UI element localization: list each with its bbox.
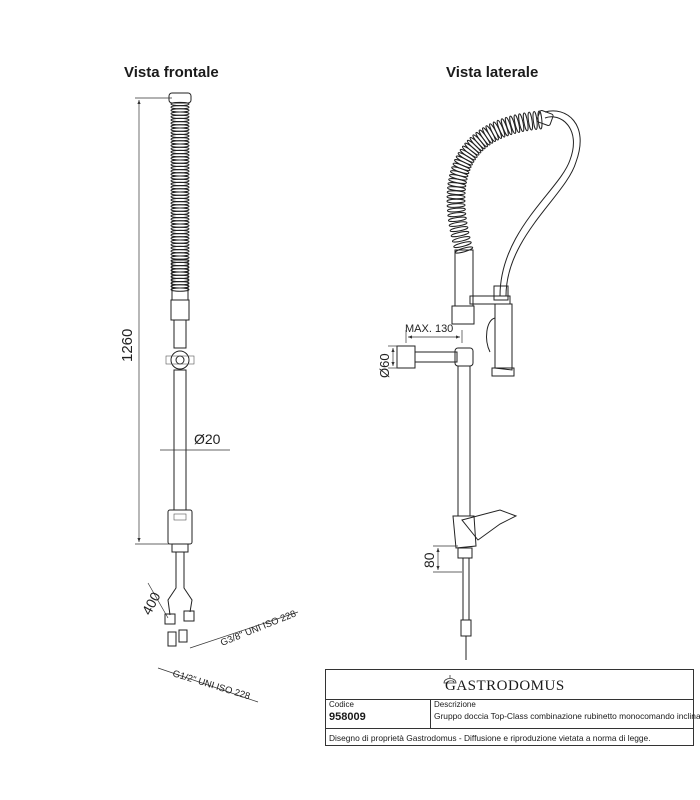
dim-80-text: 80	[421, 552, 437, 568]
leader-g38	[189, 611, 299, 649]
leader-g12	[157, 667, 259, 703]
front-fitting-right	[183, 610, 195, 622]
side-coil-turn	[527, 111, 533, 131]
side-mixer-body	[452, 515, 477, 549]
side-coil-turn	[446, 207, 466, 213]
front-valve-stem	[173, 319, 187, 349]
side-coil-turn	[478, 129, 491, 146]
front-fitting-lower-right	[178, 629, 188, 643]
side-spray-trigger	[486, 317, 496, 353]
brand-name: GASTRODOMUS	[445, 678, 565, 694]
ownership-notice: Disegno di proprietà Gastrodomus - Diffu…	[329, 733, 651, 743]
side-coil-turn	[457, 152, 475, 163]
front-coil-turn	[170, 287, 190, 292]
dim-d20-text: Ø20	[194, 431, 221, 447]
dim-max130-text: MAX. 130	[405, 323, 453, 335]
front-spring-coil	[170, 101, 190, 292]
front-fitting-lower	[167, 631, 177, 647]
side-view-title: Vista laterale	[446, 64, 539, 81]
dim-1260-text: 1260	[119, 329, 136, 362]
side-coil-turn	[446, 203, 466, 208]
side-coil-clamp	[536, 110, 554, 126]
side-coil-turn	[504, 116, 513, 136]
side-view: MAX. 130 Ø60 80	[377, 110, 581, 660]
description-value: Gruppo doccia Top-Class combinazione rub…	[434, 711, 700, 721]
title-block: GASTRODOMUS Codice 958009 Descrizione Gr…	[325, 669, 700, 746]
side-coil-turn	[450, 231, 470, 238]
dim-d60-text: Ø60	[377, 353, 392, 378]
front-valve-block	[170, 299, 190, 321]
front-coil-top-cap	[168, 92, 192, 104]
side-coil-turn	[447, 216, 467, 222]
side-coil-turn	[537, 110, 543, 130]
side-coil-turn	[453, 241, 472, 248]
side-coil-turn	[448, 221, 468, 227]
side-coil-turn	[446, 198, 466, 204]
side-coil-turn	[472, 134, 486, 150]
side-mixer-lever	[461, 509, 518, 541]
front-base-body	[167, 509, 193, 545]
side-coil-turn	[455, 155, 473, 166]
side-coil-turn	[475, 131, 488, 148]
front-fitting-left	[164, 613, 176, 625]
side-coil-turn	[461, 145, 478, 158]
description-label: Descrizione	[434, 700, 476, 709]
front-view: 1260 Ø20 400 G3/8" UNI ISO 228 G1/2" UNI…	[119, 92, 299, 703]
side-spray-nozzle	[491, 367, 515, 377]
side-coil-turn	[518, 113, 525, 133]
side-swing-arm	[469, 295, 511, 305]
dim-400-text: 400	[139, 589, 164, 617]
front-valve-knob-center	[175, 355, 185, 365]
dim-400-line	[147, 582, 169, 619]
dim-g38-text: G3/8" UNI ISO 228	[219, 608, 298, 648]
side-coil-turn	[459, 148, 476, 161]
front-supply-hose-left	[167, 552, 177, 616]
side-wall-bracket-upper	[451, 305, 475, 325]
side-coil-turn	[447, 212, 467, 218]
brand-logo-icon	[443, 675, 457, 684]
front-valve-bracket	[165, 355, 195, 365]
code-label: Codice	[329, 700, 354, 709]
front-base-detail	[173, 513, 187, 521]
side-hose-outer	[499, 116, 574, 297]
side-hose-inner	[505, 110, 581, 297]
dim-g12-text: G1/2" UNI ISO 228	[171, 668, 251, 702]
side-wall-flange	[396, 345, 416, 369]
side-coil-turn	[451, 236, 471, 243]
side-coil-turn	[449, 226, 469, 233]
front-view-title: Vista frontale	[124, 64, 219, 81]
side-coil-turn	[509, 115, 517, 134]
side-coil-turn	[513, 114, 521, 133]
title-block-brand-row: GASTRODOMUS	[326, 670, 693, 700]
side-supply-fitting	[460, 619, 472, 637]
side-main-tube	[457, 365, 471, 517]
side-spring-coil	[446, 110, 543, 254]
side-coil-turn	[466, 139, 482, 154]
side-coil-turn	[464, 142, 480, 156]
front-valve-knob	[170, 350, 190, 370]
side-wall-arm	[414, 351, 458, 363]
side-coil-turn	[469, 137, 484, 152]
side-wall-clamp	[454, 347, 474, 367]
side-arm-joint	[493, 285, 509, 301]
front-main-tube	[173, 369, 187, 511]
code-cell: Codice 958009	[326, 699, 431, 729]
front-base-nut	[171, 543, 189, 553]
front-supply-hose-right	[183, 552, 193, 613]
side-coil-turn	[485, 125, 496, 142]
side-coil-turn	[522, 112, 529, 132]
side-spray-head	[494, 303, 513, 371]
side-coil-turn	[449, 174, 468, 181]
side-coil-turn	[446, 194, 466, 200]
side-mixer-base-nut	[457, 547, 473, 559]
code-value: 958009	[329, 711, 366, 723]
description-cell: Descrizione Gruppo doccia Top-Class comb…	[431, 699, 700, 729]
side-coil-turn	[482, 127, 494, 144]
